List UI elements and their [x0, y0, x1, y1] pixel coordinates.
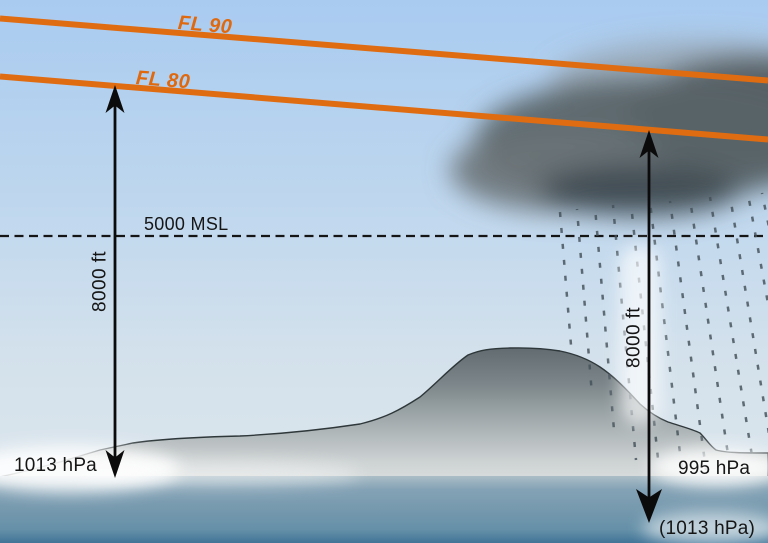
right-height-label: 8000 ft: [623, 307, 645, 368]
fl90-line: [0, 15, 768, 84]
terrain: [0, 347, 768, 486]
rain-cloud: [450, 40, 768, 216]
msl-reference-label: 5000 MSL: [144, 214, 229, 234]
right-standard-pressure-label: (1013 hPa): [659, 518, 756, 539]
left-height-label: 8000 ft: [89, 251, 111, 312]
right-altitude-arrow: [636, 130, 662, 523]
left-altitude-arrow: [105, 85, 125, 478]
label-glows: [0, 245, 768, 543]
right-pressure-label: 995 hPa: [678, 458, 751, 479]
fl80-line: [0, 73, 768, 143]
left-pressure-label: 1013 hPa: [14, 455, 97, 476]
fl90-label: FL 90: [177, 12, 234, 39]
fl80-label: FL 80: [135, 67, 192, 94]
